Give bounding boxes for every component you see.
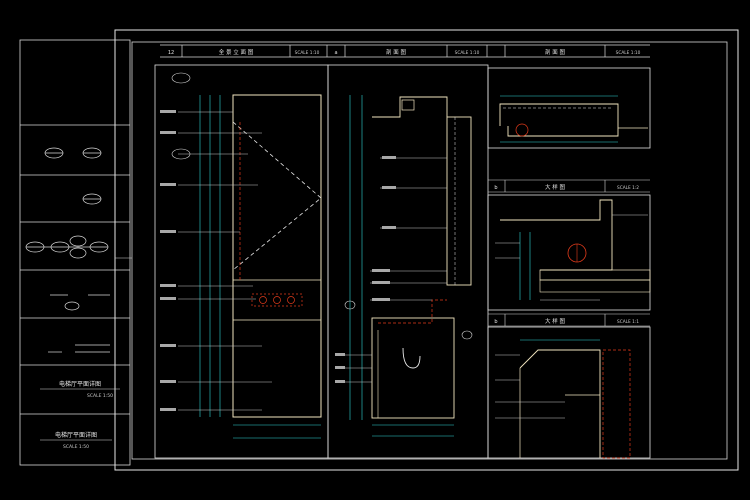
index-symbol-group-5 (48, 344, 110, 353)
detail-1-scale: SCALE 1:2 (617, 185, 639, 191)
detail-title-bars (488, 179, 650, 327)
title-3-name: 剖 面 图 (545, 48, 565, 56)
detail-scale-1-1 (495, 339, 631, 459)
detail-1-title: 大 样 图 (545, 183, 565, 191)
index-symbol-group-2 (82, 193, 102, 205)
detail-section-top (499, 95, 648, 143)
detail-1-num: b (494, 185, 497, 191)
index-symbol-group-4 (50, 294, 110, 311)
title-3-scale: SCALE 1:10 (616, 50, 641, 56)
drawing-scale: SCALE 1:50 (87, 393, 113, 399)
title-1-name: 全 景 立 面 图 (219, 48, 254, 56)
inner-sheet-frame (131, 41, 728, 460)
top-title-bar (160, 44, 650, 58)
title-2-scale: SCALE 1:10 (455, 50, 480, 56)
section-view (335, 95, 473, 437)
title-1-scale: SCALE 1:10 (295, 50, 320, 56)
index-symbol-group-3 (25, 235, 109, 259)
detail-2-title: 大 样 图 (545, 317, 565, 325)
detail-scale-1-2 (495, 199, 651, 301)
left-index-panel (19, 39, 131, 466)
title-1-num: 12 (168, 50, 174, 56)
drawing-frames (154, 64, 651, 459)
index-symbol-group-1 (44, 147, 102, 159)
drawing-title: 电梯厅平面详图 (59, 380, 101, 388)
detail-2-num: b (494, 319, 497, 325)
outer-sheet-frame (114, 29, 739, 471)
elevation-view (160, 72, 322, 439)
title-2-name: 剖 面 图 (386, 48, 406, 56)
sheet-title: 电梯厅平面详图 (55, 431, 97, 439)
detail-2-scale: SCALE 1:1 (617, 319, 639, 325)
sheet-scale: SCALE 1:50 (63, 444, 89, 450)
title-2-num: a (334, 50, 337, 56)
